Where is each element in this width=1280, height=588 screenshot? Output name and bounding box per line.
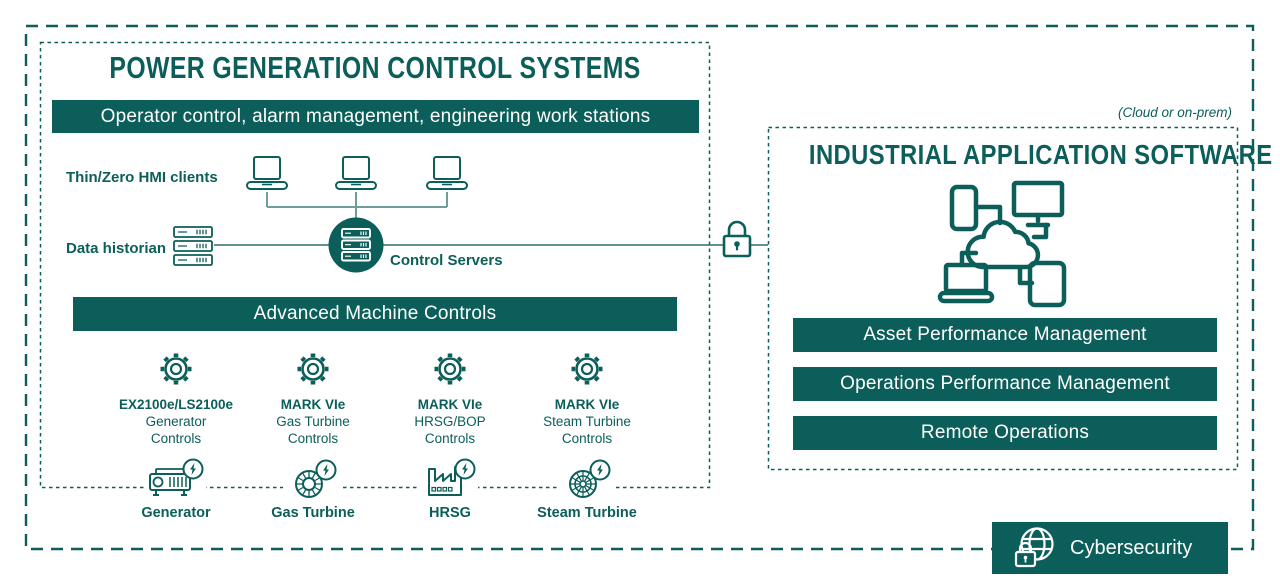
remote-operations-banner-text: Remote Operations — [920, 422, 1090, 443]
left-panel-title-text: POWER GENERATION CONTROL SYSTEMS — [109, 50, 641, 85]
cybersecurity-banner: Cybersecurity — [992, 522, 1228, 574]
outer-dashed-border — [24, 24, 1255, 551]
left-panel-border — [39, 41, 711, 489]
padlock-icon — [722, 220, 752, 258]
hmi-connector-lines — [266, 192, 448, 218]
apm-banner: Asset Performance Management — [793, 318, 1217, 352]
right-panel-title: INDUSTRIAL APPLICATION SOFTWARE — [768, 139, 1272, 171]
left-panel-title: POWER GENERATION CONTROL SYSTEMS — [40, 50, 710, 86]
equipment-label-steam-turbine: Steam Turbine — [537, 505, 637, 521]
amc-banner: Advanced Machine Controls — [73, 297, 677, 331]
operator-banner-text: Operator control, alarm management, engi… — [100, 105, 651, 127]
generator-icon — [146, 458, 206, 498]
cloud-devices-icon — [937, 180, 1067, 308]
server-circle-icon — [328, 217, 384, 273]
laptop-icon — [335, 156, 377, 190]
opm-banner-text: Operations Performance Management — [840, 373, 1170, 394]
gear-icon — [160, 353, 192, 385]
apm-banner-text: Asset Performance Management — [863, 324, 1147, 345]
gear-icon — [571, 353, 603, 385]
controller-label-hrsg: MARK VIe HRSG/BOP Controls — [414, 397, 486, 446]
hrsg-icon — [420, 458, 478, 498]
controller-label-gas-turbine: MARK VIe Gas Turbine Controls — [276, 397, 350, 446]
equipment-label-generator: Generator — [141, 505, 211, 521]
operator-banner: Operator control, alarm management, engi… — [52, 100, 699, 133]
remote-operations-banner: Remote Operations — [793, 416, 1217, 450]
server-rack-icon — [173, 226, 213, 266]
equipment-label-hrsg: HRSG — [429, 505, 471, 521]
cybersecurity-label: Cybersecurity — [1070, 536, 1193, 559]
laptop-icon — [246, 156, 288, 190]
right-panel-title-text: INDUSTRIAL APPLICATION SOFTWARE — [808, 139, 1273, 170]
data-historian-label: Data historian — [66, 240, 167, 257]
right-panel-border — [767, 126, 1239, 471]
gear-icon — [297, 353, 329, 385]
laptop-icon — [426, 156, 468, 190]
opm-banner: Operations Performance Management — [793, 367, 1217, 401]
globe-lock-icon — [1014, 527, 1054, 568]
hmi-clients-label: Thin/Zero HMI clients — [66, 169, 218, 186]
gas-turbine-icon — [283, 459, 341, 498]
steam-turbine-icon — [557, 459, 615, 498]
gear-icon — [434, 353, 466, 385]
amc-banner-text: Advanced Machine Controls — [253, 303, 497, 324]
cloud-note: (Cloud or on-prem) — [1117, 105, 1232, 120]
controller-label-generator: EX2100e/LS2100e Generator Controls — [118, 397, 234, 446]
controller-label-steam-turbine: MARK VIe Steam Turbine Controls — [543, 397, 631, 446]
control-servers-label: Control Servers — [390, 252, 503, 269]
equipment-label-gas-turbine: Gas Turbine — [271, 505, 355, 521]
